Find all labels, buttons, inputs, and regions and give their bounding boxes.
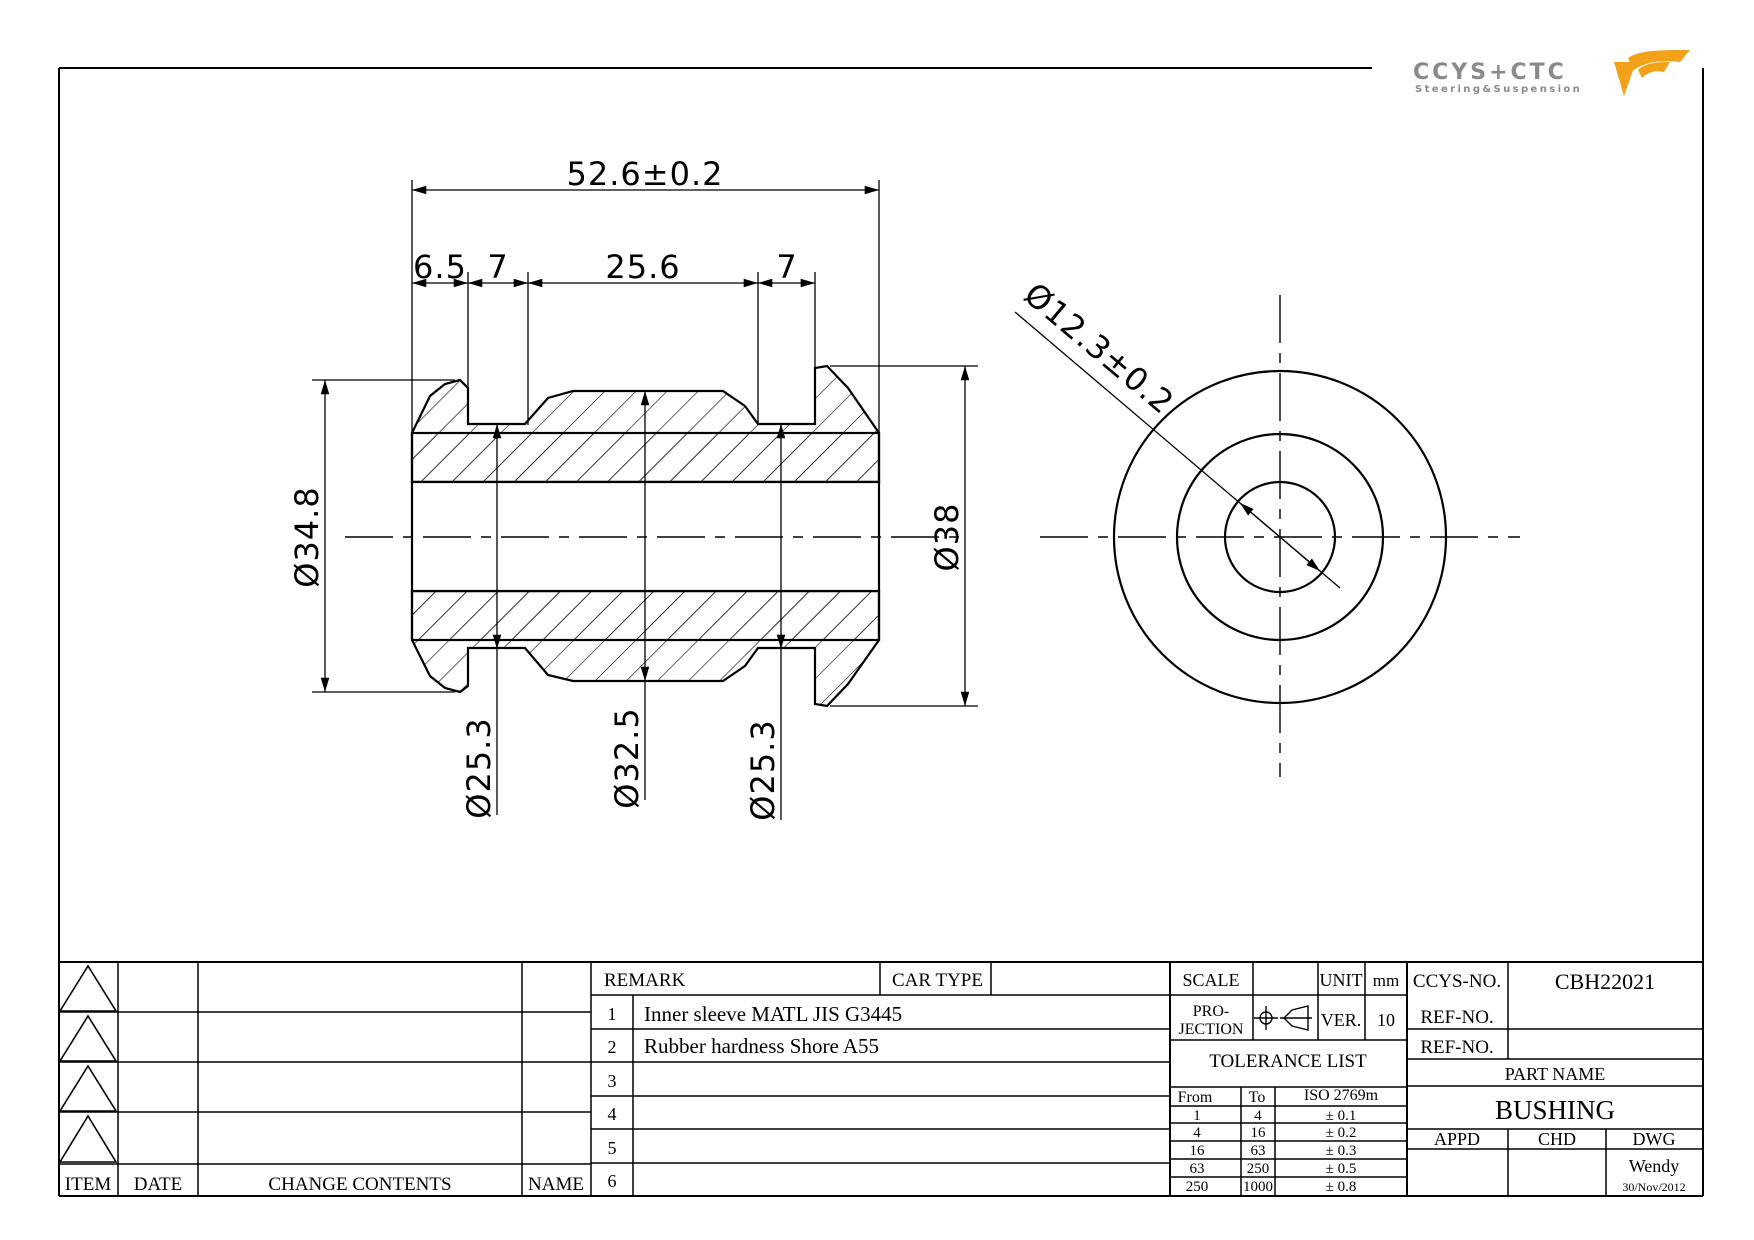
revision-triangles — [58, 964, 118, 1163]
section-dimension-labels: 52.6±0.2 6.5 7 25.6 7 Ø34.8 Ø38 Ø25.3 Ø3… — [288, 155, 966, 821]
tol-to: 16 — [1251, 1125, 1267, 1141]
tol-to: 1000 — [1243, 1179, 1273, 1195]
dim-center-width: 25.6 — [605, 248, 680, 286]
remark-row-num: 3 — [608, 1071, 617, 1091]
remark-row-num: 1 — [608, 1004, 617, 1024]
chd-label: CHD — [1538, 1129, 1576, 1149]
remark-row-text: Rubber hardness Shore A55 — [644, 1034, 879, 1058]
logo-emblem-icon — [1614, 62, 1636, 96]
tol-value: ± 0.3 — [1326, 1143, 1357, 1159]
tol-to: 4 — [1254, 1108, 1262, 1124]
remark-row-num: 6 — [608, 1171, 617, 1191]
tol-value: ± 0.5 — [1326, 1161, 1357, 1177]
end-view — [1014, 295, 1520, 777]
part-name-value: BUSHING — [1495, 1095, 1615, 1125]
dim-outer-dia-left: Ø34.8 — [288, 486, 326, 587]
logo-tagline: Steering&Suspension — [1415, 84, 1582, 95]
part-name-label: PART NAME — [1505, 1064, 1605, 1084]
tolerance-list-title: TOLERANCE LIST — [1209, 1051, 1367, 1072]
unit-value: mm — [1373, 971, 1399, 990]
tol-from: 16 — [1190, 1143, 1206, 1159]
unit-label: UNIT — [1320, 970, 1363, 990]
remark-table: REMARK CAR TYPE 1 Inner sleeve MATL JIS … — [604, 970, 983, 1191]
dwg-label: DWG — [1633, 1129, 1676, 1149]
drawn-by: Wendy — [1629, 1156, 1680, 1176]
car-type-label: CAR TYPE — [892, 970, 983, 991]
tol-from: 4 — [1193, 1125, 1201, 1141]
header-name: NAME — [528, 1174, 584, 1195]
remark-row-num: 5 — [608, 1138, 617, 1158]
tol-from: 250 — [1186, 1179, 1209, 1195]
remark-row-text: Inner sleeve MATL JIS G3445 — [644, 1002, 902, 1026]
logo-brand: CCYS+CTC — [1413, 60, 1567, 85]
bottom-grid — [59, 961, 1703, 1196]
dim-groove-dia-left: Ø25.3 — [460, 717, 498, 818]
tol-from: 63 — [1190, 1161, 1205, 1177]
section-dimensions — [312, 180, 978, 820]
sheet-border — [58, 67, 1704, 1197]
tol-value: ± 0.1 — [1326, 1108, 1357, 1124]
company-logo: CCYS+CTC Steering&Suspension — [1413, 50, 1690, 96]
tol-from: 1 — [1193, 1108, 1201, 1124]
remark-header: REMARK — [604, 970, 686, 991]
ref-no-label: REF-NO. — [1420, 1007, 1493, 1028]
ccys-no-label: CCYS-NO. — [1413, 971, 1501, 992]
tol-value: ± 0.8 — [1326, 1179, 1357, 1195]
appd-label: APPD — [1434, 1129, 1480, 1149]
dim-groove-left: 7 — [487, 248, 508, 286]
dim-overall-length: 52.6±0.2 — [567, 155, 724, 193]
dim-bore-dia: Ø12.3±0.2 — [1017, 275, 1182, 422]
tol-header-to: To — [1249, 1089, 1266, 1106]
scale-label: SCALE — [1182, 970, 1239, 990]
dim-outer-dia-right: Ø38 — [928, 503, 966, 572]
title-block: SCALE UNIT mm PRO- JECTION VER. 10 TOLER… — [1178, 969, 1686, 1195]
ver-label: VER. — [1321, 1010, 1362, 1030]
tol-header-iso: ISO 2769m — [1304, 1087, 1379, 1104]
tol-to: 63 — [1251, 1143, 1266, 1159]
revision-triangle-icon — [58, 1014, 118, 1062]
dim-flange-left: 6.5 — [413, 248, 467, 286]
projection-label: JECTION — [1179, 1021, 1244, 1038]
header-date: DATE — [134, 1174, 183, 1195]
revision-table: ITEM DATE CHANGE CONTENTS NAME — [65, 1174, 584, 1195]
revision-triangle-icon — [58, 1114, 118, 1163]
revision-triangle-icon — [58, 964, 118, 1012]
projection-label: PRO- — [1193, 1003, 1229, 1020]
ref-no-label: REF-NO. — [1420, 1037, 1493, 1058]
tol-to: 250 — [1247, 1161, 1270, 1177]
dim-center-dia: Ø32.5 — [608, 707, 646, 808]
revision-triangle-icon — [58, 1064, 118, 1112]
drawing-date: 30/Nov/2012 — [1622, 1180, 1685, 1194]
dim-groove-right: 7 — [776, 248, 797, 286]
tol-value: ± 0.2 — [1326, 1125, 1357, 1141]
third-angle-projection-icon — [1254, 1005, 1312, 1031]
ver-value: 10 — [1377, 1010, 1395, 1030]
tol-header-from: From — [1178, 1089, 1213, 1106]
dim-groove-dia-right: Ø25.3 — [744, 719, 782, 820]
ccys-no-value: CBH22021 — [1555, 969, 1655, 994]
remark-row-num: 4 — [608, 1104, 617, 1124]
remark-row-num: 2 — [608, 1037, 617, 1057]
header-item: ITEM — [65, 1174, 112, 1195]
section-view — [345, 364, 960, 708]
header-change-contents: CHANGE CONTENTS — [268, 1174, 451, 1195]
